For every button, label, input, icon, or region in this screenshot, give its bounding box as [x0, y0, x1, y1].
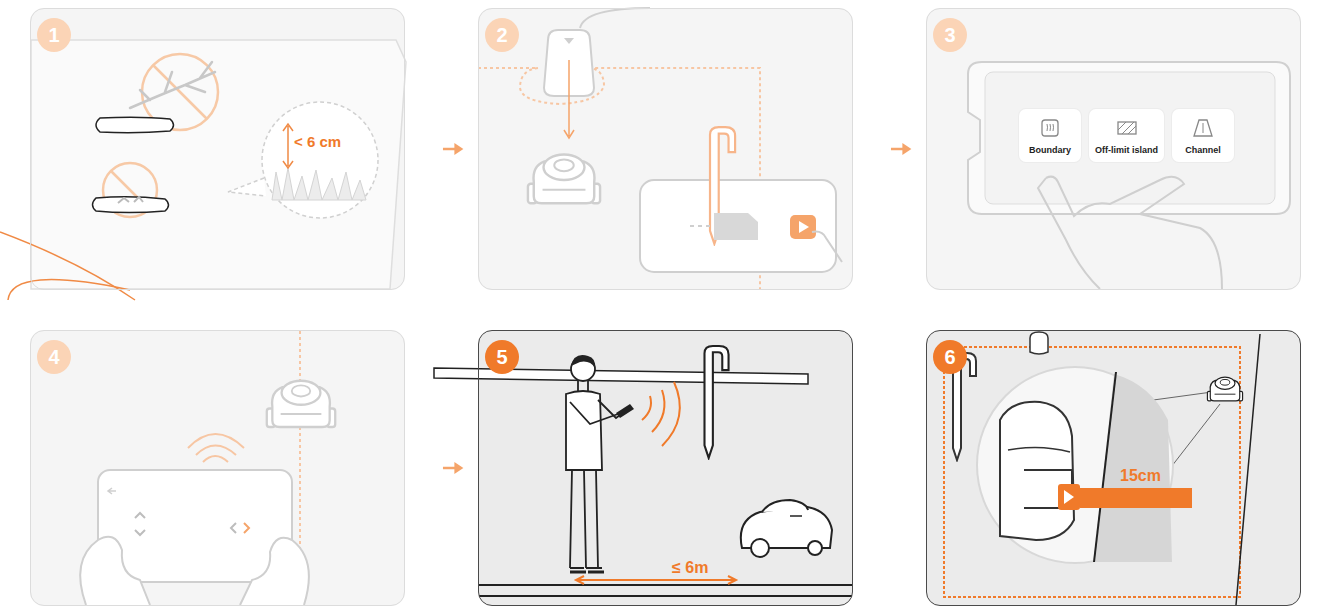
step-arrow	[443, 462, 463, 474]
step-arrow	[443, 143, 463, 155]
dimension-label: ≤ 6m	[672, 559, 708, 577]
step-panel: 1	[30, 8, 405, 290]
menu-button: Off-limit island	[1089, 109, 1164, 162]
step-panel: 3Boundary Off-limit island Channel	[926, 8, 1301, 290]
step-number: 4	[37, 340, 71, 374]
step-panel: 5	[478, 330, 853, 606]
button-label: Off-limit island	[1095, 145, 1158, 155]
step-number: 3	[933, 18, 967, 52]
step-number: 5	[485, 340, 519, 374]
step-panel: 6	[926, 330, 1301, 606]
step-arrow	[891, 143, 911, 155]
step-number: 2	[485, 18, 519, 52]
button-icon	[1116, 117, 1138, 139]
menu-button: Channel	[1172, 109, 1234, 162]
step-number: 6	[933, 340, 967, 374]
step-panel: 4	[30, 330, 405, 606]
button-icon	[1039, 117, 1061, 139]
button-icon	[1192, 117, 1214, 139]
button-label: Channel	[1185, 145, 1221, 155]
step-panel: 2	[478, 8, 853, 290]
step-number: 1	[37, 18, 71, 52]
dimension-label: < 6 cm	[294, 133, 341, 150]
menu-button: Boundary	[1019, 109, 1081, 162]
dimension-label: 15cm	[1120, 467, 1161, 485]
button-label: Boundary	[1029, 145, 1071, 155]
